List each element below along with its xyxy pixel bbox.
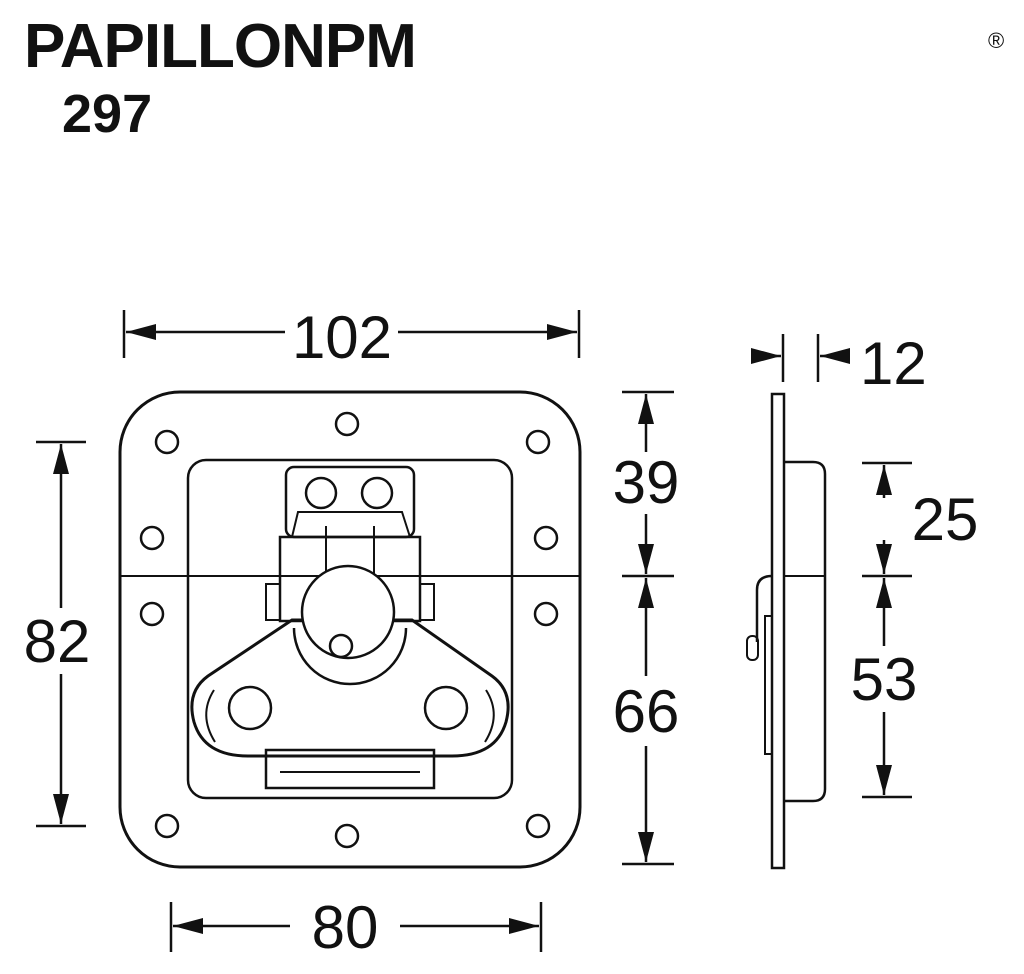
mounting-hole [334,823,360,849]
dimensions [36,310,912,952]
handle-inner-edge [484,689,495,743]
side-tab [419,583,435,621]
registered-mark: ® [988,28,1005,53]
handle-hole [423,685,469,731]
keeper-step [291,511,411,538]
side-handle [764,615,773,755]
mounting-hole [533,525,559,551]
keeper-hole [360,476,394,510]
product-title: PAPILLONPM [24,12,417,81]
mounting-hole [154,429,180,455]
keeper-hole [304,476,338,510]
dim-label-recess-width: 80 [312,894,379,961]
dim-label-overall-height: 82 [24,608,91,675]
front-view [118,390,582,869]
mounting-hole [334,411,360,437]
mounting-hole [525,813,551,839]
dim-label-lower-height: 66 [613,678,680,745]
hinge-bar [264,748,436,790]
butterfly-handle [190,618,510,758]
handle-inner-edge [205,689,216,743]
mounting-hole [154,813,180,839]
product-code-text: 297 [62,84,153,144]
side-view [746,392,827,870]
side-handle-tip [746,635,759,661]
handle-hole [227,685,273,731]
pivot-collar [292,627,408,686]
side-tab [265,583,281,621]
dim-label-depth: 12 [860,330,927,397]
mounting-holes [139,411,559,849]
latch-mechanism [190,465,510,790]
mounting-hole [533,601,559,627]
side-recess-profile [784,460,827,803]
dim-label-upper-height: 39 [613,449,680,516]
inner-recess [186,458,514,800]
dim-label-side-upper: 25 [912,486,979,553]
pivot-rivet [328,633,354,659]
mounting-hole [139,525,165,551]
pivot-cap [300,564,396,660]
dim-label-side-lower: 53 [851,646,918,713]
side-latch-profile [755,574,773,642]
keeper-bracket [284,465,416,539]
outer-plate [118,390,582,869]
mounting-hole [139,601,165,627]
mounting-hole [525,429,551,455]
dim-label-overall-width: 102 [292,304,392,371]
dimension-labels: 102 80 82 39 66 12 25 53 [24,304,979,961]
product-code: 297 [62,78,152,144]
side-plate [770,392,786,870]
